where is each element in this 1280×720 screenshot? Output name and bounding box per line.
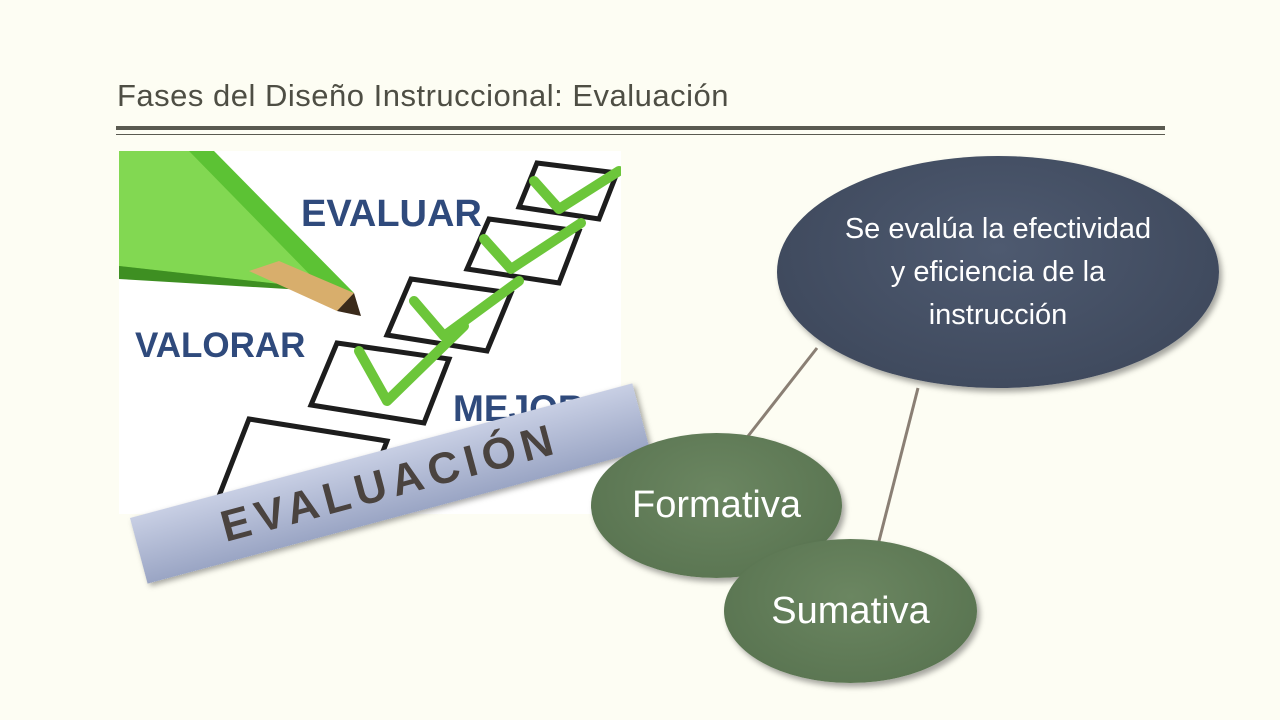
checkbox-icon	[383, 276, 515, 354]
slide-title: Fases del Diseño Instruccional: Evaluaci…	[117, 78, 730, 113]
title-rule-thin	[116, 134, 1165, 135]
check-mark-icon	[409, 276, 524, 341]
checkbox-icon	[515, 160, 621, 222]
checkbox-icon	[307, 340, 453, 426]
word-valorar: VALORAR	[135, 326, 305, 365]
check-mark-icon	[354, 321, 469, 406]
oval-sumativa: Sumativa	[724, 539, 977, 683]
word-evaluar: EVALUAR	[301, 193, 482, 235]
check-mark-icon	[479, 218, 586, 274]
sumativa-label: Sumativa	[771, 589, 930, 632]
title-rule-thick	[116, 126, 1165, 130]
oval-main-description: Se evalúa la efectividad y eficiencia de…	[777, 156, 1219, 388]
check-mark-icon	[529, 166, 621, 214]
formativa-label: Formativa	[632, 484, 801, 526]
checkbox-icon	[463, 216, 583, 286]
checkbox-icon	[215, 416, 391, 514]
main-description-text: Se evalúa la efectividad y eficiencia de…	[844, 212, 1152, 331]
